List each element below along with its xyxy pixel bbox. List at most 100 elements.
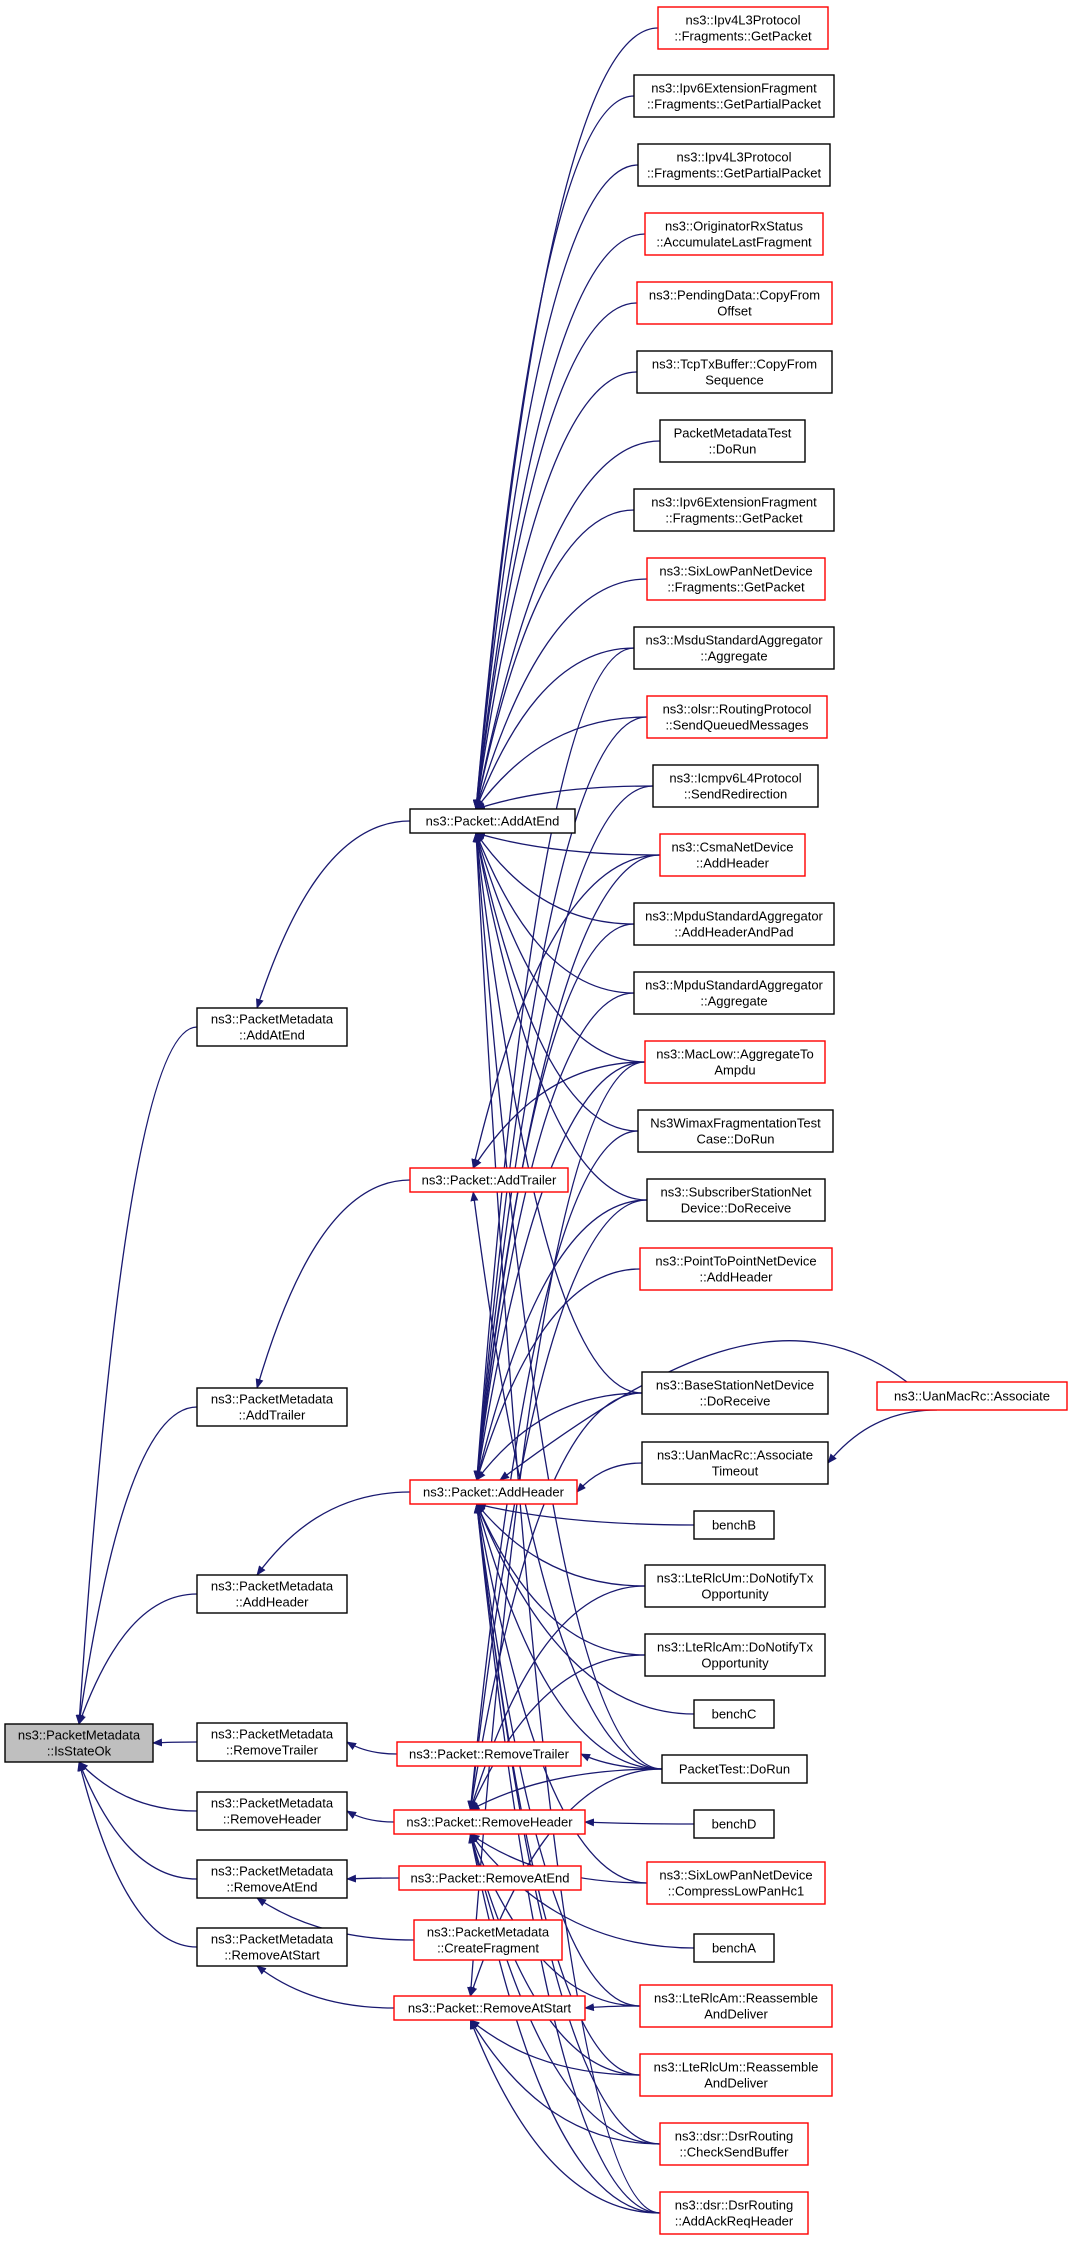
node-pmtest[interactable]: PacketMetadataTest::DoRun <box>659 419 806 463</box>
edge-ltelcam_reasm-to-p_removeatstart <box>584 2003 641 2012</box>
node-p_removeatstart[interactable]: ns3::Packet::RemoveAtStart <box>393 1995 586 2021</box>
node-label: ns3::Ipv4L3Protocol <box>677 150 792 165</box>
node-box <box>637 1109 834 1153</box>
node-benchD[interactable]: benchD <box>693 1809 775 1839</box>
node-msdu[interactable]: ns3::MsduStandardAggregator::Aggregate <box>633 626 835 670</box>
node-box <box>196 1859 348 1899</box>
node-label: ns3::LteRlcAm::Reassemble <box>654 1991 818 2006</box>
node-mpdu_agg[interactable]: ns3::MpduStandardAggregator::Aggregate <box>633 971 835 1015</box>
node-p_addtrailer[interactable]: ns3::Packet::AddTrailer <box>409 1167 569 1193</box>
node-isstateok[interactable]: ns3::PacketMetadata::IsStateOk <box>4 1723 154 1763</box>
edge-ltelcam_notify-to-p_removeheader <box>469 1654 646 1811</box>
node-pm_removeheader[interactable]: ns3::PacketMetadata::RemoveHeader <box>196 1791 348 1831</box>
node-benchC[interactable]: benchC <box>693 1699 775 1729</box>
node-box <box>639 2053 833 2097</box>
edge-pm_addtrailer-to-isstateok <box>76 1406 198 1725</box>
node-packettest[interactable]: PacketTest::DoRun <box>661 1754 808 1784</box>
node-label: ns3::Icmpv6L4Protocol <box>669 771 801 786</box>
edge-pm_removeheader-to-isstateok <box>78 1761 198 1812</box>
node-box <box>693 1510 775 1540</box>
node-pm_addatend[interactable]: ns3::PacketMetadata::AddAtEnd <box>196 1007 348 1047</box>
node-pm_removeatstart[interactable]: ns3::PacketMetadata::RemoveAtStart <box>196 1927 348 1967</box>
node-label: ::DoRun <box>709 442 757 457</box>
node-subscriber[interactable]: ns3::SubscriberStationNetDevice::DoRecei… <box>646 1178 826 1222</box>
node-label: ns3::Ipv4L3Protocol <box>686 13 801 28</box>
node-benchA[interactable]: benchA <box>693 1933 775 1963</box>
node-olsr[interactable]: ns3::olsr::RoutingProtocol::SendQueuedMe… <box>646 695 828 739</box>
node-uanmac_assoc[interactable]: ns3::UanMacRc::Associate <box>876 1381 1068 1411</box>
edge-dsr_ack-to-p_removeheader <box>468 1833 661 2214</box>
node-label: ns3::PointToPointNetDevice <box>655 1254 816 1269</box>
edge-benchC-to-p_addheader <box>476 1503 695 1715</box>
node-box <box>196 1574 348 1614</box>
node-box <box>633 488 835 532</box>
node-label: ns3::TcpTxBuffer::CopyFrom <box>652 357 817 372</box>
edge-sixlowpan_getpacket-to-p_addatend <box>474 578 648 810</box>
node-dsr_ack[interactable]: ns3::dsr::DsrRouting::AddAckReqHeader <box>659 2191 809 2235</box>
node-pm_removeatend[interactable]: ns3::PacketMetadata::RemoveAtEnd <box>196 1859 348 1899</box>
node-label: Ns3WimaxFragmentationTest <box>650 1116 821 1131</box>
node-icmpv6[interactable]: ns3::Icmpv6L4Protocol::SendRedirection <box>652 764 819 808</box>
node-box <box>644 1040 826 1084</box>
node-box <box>396 1741 582 1767</box>
edge-csma-to-p_addatend <box>475 831 661 856</box>
node-label: ns3::PacketMetadata <box>211 1579 334 1594</box>
node-ipv4frag_getpartial[interactable]: ns3::Ipv4L3Protocol::Fragments::GetParti… <box>637 143 831 187</box>
node-pm_addtrailer[interactable]: ns3::PacketMetadata::AddTrailer <box>196 1387 348 1427</box>
node-box <box>646 557 826 601</box>
edge-subscriber-to-p_removeheader <box>467 1199 648 1811</box>
node-p_addheader[interactable]: ns3::Packet::AddHeader <box>409 1479 578 1505</box>
node-label: ns3::Packet::RemoveAtStart <box>408 2001 572 2016</box>
node-ipv6ext_getpacket[interactable]: ns3::Ipv6ExtensionFragment::Fragments::G… <box>633 488 835 532</box>
node-label: ns3::MpduStandardAggregator <box>645 909 823 924</box>
node-p_addatend[interactable]: ns3::Packet::AddAtEnd <box>409 808 576 834</box>
node-label: ns3::LteRlcUm::Reassemble <box>654 2060 819 2075</box>
node-box <box>409 1167 569 1193</box>
node-ptp[interactable]: ns3::PointToPointNetDevice::AddHeader <box>639 1247 833 1291</box>
node-p_removetrailer[interactable]: ns3::Packet::RemoveTrailer <box>396 1741 582 1767</box>
node-box <box>637 143 831 187</box>
node-box <box>641 1371 829 1415</box>
node-ipv6ext_getpartial[interactable]: ns3::Ipv6ExtensionFragment::Fragments::G… <box>633 74 835 118</box>
node-p_removeheader[interactable]: ns3::Packet::RemoveHeader <box>393 1809 586 1835</box>
node-originator[interactable]: ns3::OriginatorRxStatus::AccumulateLastF… <box>644 212 824 256</box>
node-pm_createfragment[interactable]: ns3::PacketMetadata::CreateFragment <box>413 1919 563 1961</box>
edge-mpdu_pad-to-p_addheader <box>473 923 635 1481</box>
node-label: PacketTest::DoRun <box>679 1762 790 1777</box>
node-ipv4frag_getpacket[interactable]: ns3::Ipv4L3Protocol::Fragments::GetPacke… <box>657 6 829 50</box>
node-label: ns3::Packet::AddTrailer <box>422 1173 557 1188</box>
node-basestation[interactable]: ns3::BaseStationNetDevice::DoReceive <box>641 1371 829 1415</box>
node-mpdu_pad[interactable]: ns3::MpduStandardAggregator::AddHeaderAn… <box>633 902 835 946</box>
edge-pm_addatend-to-isstateok <box>75 1026 198 1725</box>
node-pm_addheader[interactable]: ns3::PacketMetadata::AddHeader <box>196 1574 348 1614</box>
edge-p_removeheader-to-pm_removeheader <box>346 1810 395 1823</box>
node-box <box>409 1479 578 1505</box>
node-box <box>693 1933 775 1963</box>
node-pm_removetrailer[interactable]: ns3::PacketMetadata::RemoveTrailer <box>196 1722 348 1762</box>
node-box <box>644 1633 826 1677</box>
edge-packettest-to-p_addheader <box>475 1503 663 1770</box>
node-label: ns3::LteRlcAm::DoNotifyTx <box>657 1640 814 1655</box>
node-sixlowpan_getpacket[interactable]: ns3::SixLowPanNetDevice::Fragments::GetP… <box>646 557 826 601</box>
node-dsr_check[interactable]: ns3::dsr::DsrRouting::CheckSendBuffer <box>659 2122 809 2166</box>
node-label: ::AddHeader <box>236 1595 310 1610</box>
node-p_removeatend[interactable]: ns3::Packet::RemoveAtEnd <box>398 1865 582 1891</box>
node-label: ::Fragments::GetPacket <box>674 29 812 44</box>
node-label: ns3::olsr::RoutingProtocol <box>663 702 812 717</box>
node-csma[interactable]: ns3::CsmaNetDevice::AddHeader <box>659 833 806 877</box>
node-box <box>646 1178 826 1222</box>
node-label: ns3::BaseStationNetDevice <box>656 1378 814 1393</box>
node-box <box>659 2191 809 2235</box>
node-sixlowpan_compress[interactable]: ns3::SixLowPanNetDevice::CompressLowPanH… <box>646 1861 826 1905</box>
node-benchB[interactable]: benchB <box>693 1510 775 1540</box>
node-label: ::RemoveHeader <box>223 1812 322 1827</box>
